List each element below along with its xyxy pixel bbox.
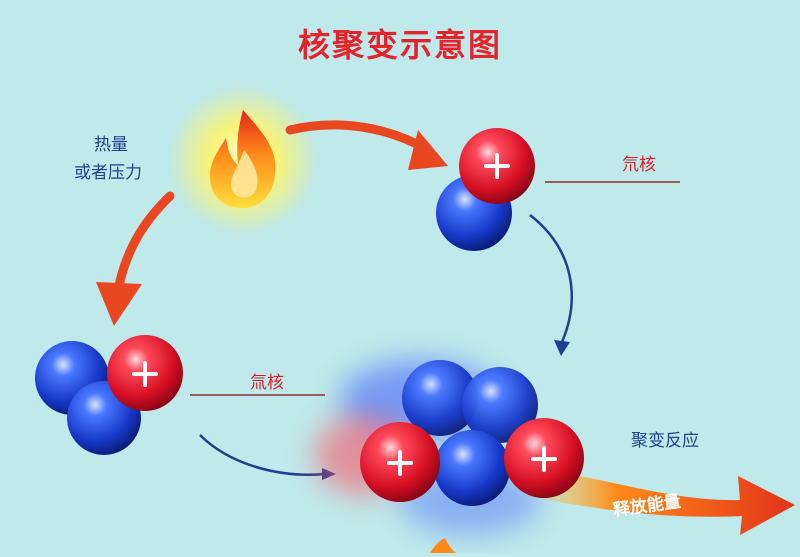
arrow-top-nucleus-to-fusion (529, 214, 573, 356)
diagram-title: 核聚变示意图 (297, 26, 502, 64)
flame-partial-icon (430, 538, 456, 553)
label-nucleus-left: 氚核 (250, 373, 284, 393)
label-heat: 热量 (94, 135, 128, 155)
nucleus-top (436, 128, 535, 251)
energy-arrow (520, 470, 795, 535)
plus-icon (484, 153, 510, 179)
plus-icon (531, 446, 557, 472)
label-fusion-reaction: 聚变反应 (631, 431, 699, 451)
nucleus-left (35, 335, 183, 455)
plus-icon (132, 361, 158, 387)
arrow-heat-to-left-nucleus (96, 191, 175, 326)
label-pressure: 或者压力 (74, 163, 142, 183)
label-nucleus-top: 氘核 (622, 155, 656, 175)
plus-icon (387, 450, 413, 476)
fusion-cluster (315, 360, 584, 535)
flame-icon (168, 85, 318, 235)
arrow-heat-to-nucleus (285, 120, 448, 170)
